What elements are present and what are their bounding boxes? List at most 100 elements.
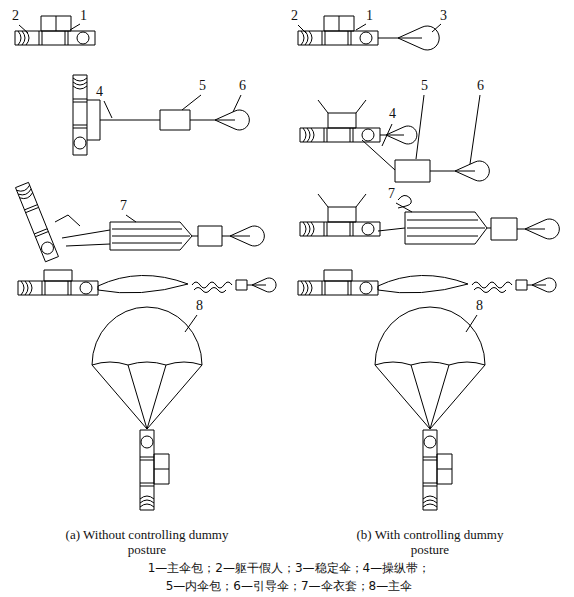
leader-lines-part — [126, 215, 136, 222]
leader-lines-part — [19, 25, 28, 33]
leader-lines-part — [416, 95, 424, 159]
callout-number: 6 — [477, 78, 484, 94]
stretch-row4-left — [18, 270, 276, 295]
deploy-row2-right-part — [455, 161, 489, 181]
main-canopy-right-part — [375, 307, 485, 365]
main-canopy-left-part — [140, 430, 154, 510]
part-key: 5—内伞包；6—引导伞；7—伞衣套；8—主伞 — [2, 580, 574, 594]
deploy-row2-left-part — [87, 100, 100, 140]
callout-number: 2 — [12, 8, 19, 24]
main-canopy-left — [92, 307, 202, 510]
deploy-row2-left-part — [160, 110, 190, 130]
subfigure-caption: (a) Without controlling dummy posture — [62, 528, 232, 558]
sleeve-row3-right-part — [487, 228, 491, 229]
stretch-row4-right-part — [474, 288, 506, 293]
callout-number: 4 — [96, 84, 103, 100]
main-canopy-right-part — [375, 365, 485, 429]
callout-number: 1 — [80, 8, 87, 24]
callout-number: 5 — [199, 78, 206, 94]
leader-lines-part — [185, 315, 197, 332]
deploy-row2-left-part — [215, 110, 249, 130]
leader-lines-part — [470, 95, 480, 164]
sleeve-row3-left-part — [192, 236, 198, 237]
stretch-row4-left-part — [44, 270, 72, 281]
sleeve-row3-left-part — [198, 226, 222, 246]
deploy-row2-right — [300, 100, 489, 182]
callout-number: 8 — [476, 298, 483, 314]
deploy-row2-right-part — [386, 126, 417, 144]
deploy-row2-left-part — [100, 120, 160, 121]
stretch-row4-left-part — [236, 280, 247, 290]
stretch-row4-right-part — [324, 270, 352, 281]
leader-lines-part — [70, 24, 80, 30]
main-canopy-right-part — [375, 362, 485, 365]
stretch-row4-left-part — [18, 281, 98, 295]
callout-number: 6 — [239, 78, 246, 94]
sleeve-row3-right-part — [405, 212, 487, 244]
stretch-row4-right-part — [532, 278, 556, 292]
leader-lines — [19, 24, 480, 332]
deploy-row2-right-part — [362, 140, 395, 170]
main-canopy-left-part — [92, 362, 202, 365]
dummy-row1-right-part — [378, 38, 398, 39]
part-key: 1—主伞包；2—躯干假人；3—稳定伞；4—操纵带； — [2, 562, 574, 576]
sleeve-row3-right-part — [300, 222, 380, 236]
sleeve-row3-right-part — [378, 228, 405, 231]
sleeve-row3-left — [16, 182, 265, 261]
deploy-row2-right-part — [395, 160, 430, 182]
deploy-row2-right-part — [430, 171, 455, 172]
deploy-row2-right-part — [318, 100, 366, 113]
leader-lines-part — [356, 24, 366, 30]
main-canopy-right-part — [437, 454, 452, 484]
sleeve-row3-right-part — [525, 219, 559, 239]
dummy-row1-right-part — [298, 31, 378, 45]
deploy-row2-right-part — [300, 128, 380, 142]
callout-number: 5 — [421, 78, 428, 94]
sleeve-row3-left-part — [62, 230, 110, 246]
callout-number: 3 — [440, 8, 447, 24]
stretch-row4-right-part — [298, 281, 378, 295]
deploy-row2-right-part — [328, 113, 356, 128]
subfigure-caption: (b) With controlling dummy posture — [345, 528, 515, 558]
leader-lines-part — [466, 315, 477, 332]
stretch-row4-left-part — [252, 278, 276, 292]
sleeve-row3-left-part — [230, 226, 264, 246]
leader-lines-part — [182, 95, 201, 110]
deploy-row2-left — [73, 75, 249, 155]
leader-lines-part — [382, 124, 392, 146]
leader-lines-part — [396, 203, 412, 212]
stretch-row4-left-part — [98, 275, 188, 292]
sleeve-row3-left-part — [16, 182, 59, 261]
deploy-row2-left-part — [73, 75, 87, 155]
main-canopy-left-part — [154, 454, 169, 484]
leader-lines-part — [432, 24, 441, 32]
sleeve-row3-right-part — [318, 194, 366, 207]
sleeve-row3-right-part — [407, 220, 485, 236]
callout-number: 1 — [366, 8, 373, 24]
dummy-row1-left-part — [15, 31, 95, 45]
callout-number: 4 — [389, 106, 396, 122]
main-canopy-right — [375, 307, 485, 510]
main-canopy-left-part — [92, 307, 202, 365]
stretch-row4-left-part — [194, 288, 226, 293]
sleeve-row3-right-part — [491, 218, 517, 240]
leader-lines-part — [104, 101, 112, 118]
callout-number: 2 — [291, 8, 298, 24]
stretch-row4-right — [298, 270, 556, 295]
sleeve-row3-right-part — [398, 195, 411, 208]
sleeve-row3-left-part — [55, 215, 80, 226]
leader-lines-part — [233, 95, 241, 112]
main-canopy-right-part — [423, 430, 437, 510]
stretch-row4-right-part — [516, 280, 527, 290]
dummy-row1-right-part — [398, 26, 439, 50]
callout-number: 8 — [196, 298, 203, 314]
sleeve-row3-left-part — [112, 229, 190, 243]
callout-number: 7 — [120, 198, 127, 214]
callout-number: 7 — [388, 186, 395, 202]
main-canopy-left-part — [92, 365, 202, 429]
sleeve-row3-left-part — [110, 222, 192, 250]
stretch-row4-right-part — [378, 275, 468, 292]
leader-lines-part — [298, 25, 306, 33]
dummy-row1-right-part — [324, 16, 354, 31]
